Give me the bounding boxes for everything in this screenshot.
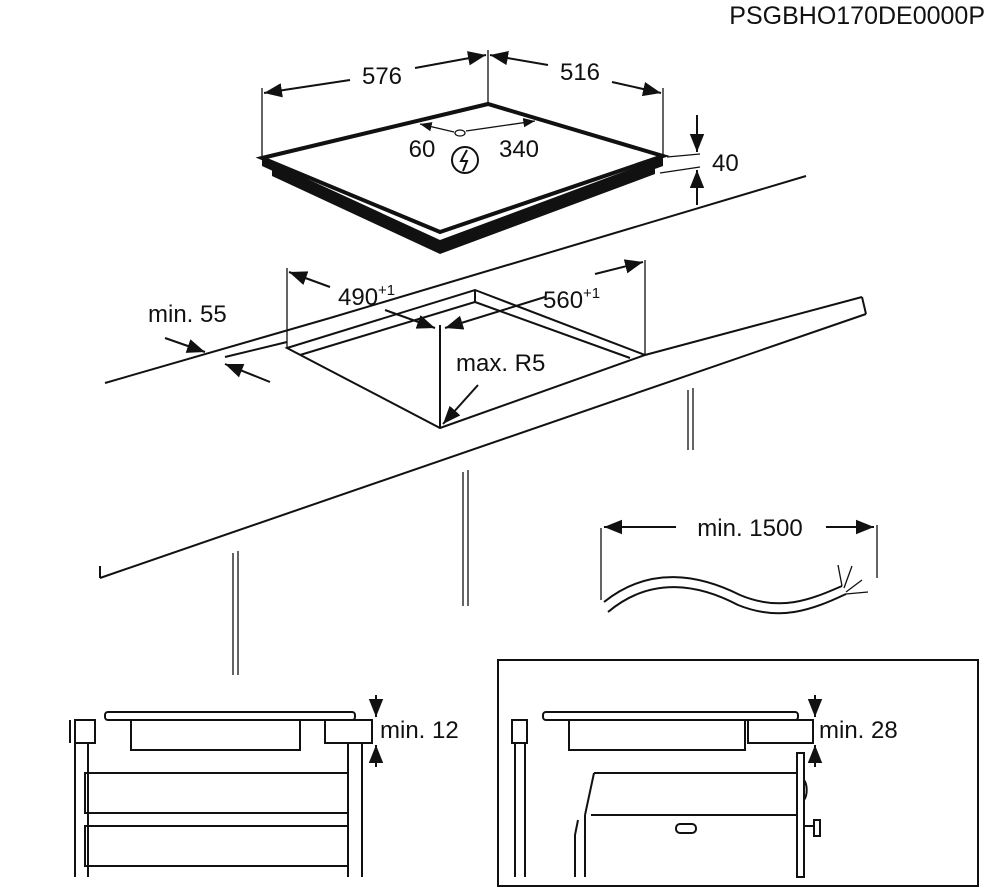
oven-cabinet-view: min. 28 (497, 659, 979, 887)
min-cable-length-label: min. 1500 (697, 515, 802, 542)
connection-offset-right: 340 (499, 136, 539, 163)
cutout-width-label: 560+1 (543, 285, 600, 314)
hob-depth-label: 516 (560, 59, 600, 86)
model-code: PSGBHO170DE0000P (729, 2, 985, 30)
connection-offset-left: 60 (409, 136, 436, 163)
min-gap-oven-label: min. 28 (819, 717, 898, 744)
max-radius-label: max. R5 (456, 350, 545, 377)
counter-legs (232, 388, 694, 675)
drawer-cabinet-view: min. 12 (69, 695, 459, 877)
countertop-cutout-view: 490+1 560+1 min. 55 max. R5 (99, 175, 867, 675)
cable-length-view: min. 1500 (600, 515, 878, 615)
hob-top-view: 576 516 60 340 40 (255, 50, 739, 254)
cutout-depth-label: 490+1 (338, 282, 395, 311)
hob-height-label: 40 (712, 150, 739, 177)
min-gap-drawer-label: min. 12 (380, 717, 459, 744)
hob-width-label: 576 (362, 63, 402, 90)
min-front-distance-label: min. 55 (148, 301, 227, 328)
lightning-in-circle-icon (451, 146, 479, 174)
